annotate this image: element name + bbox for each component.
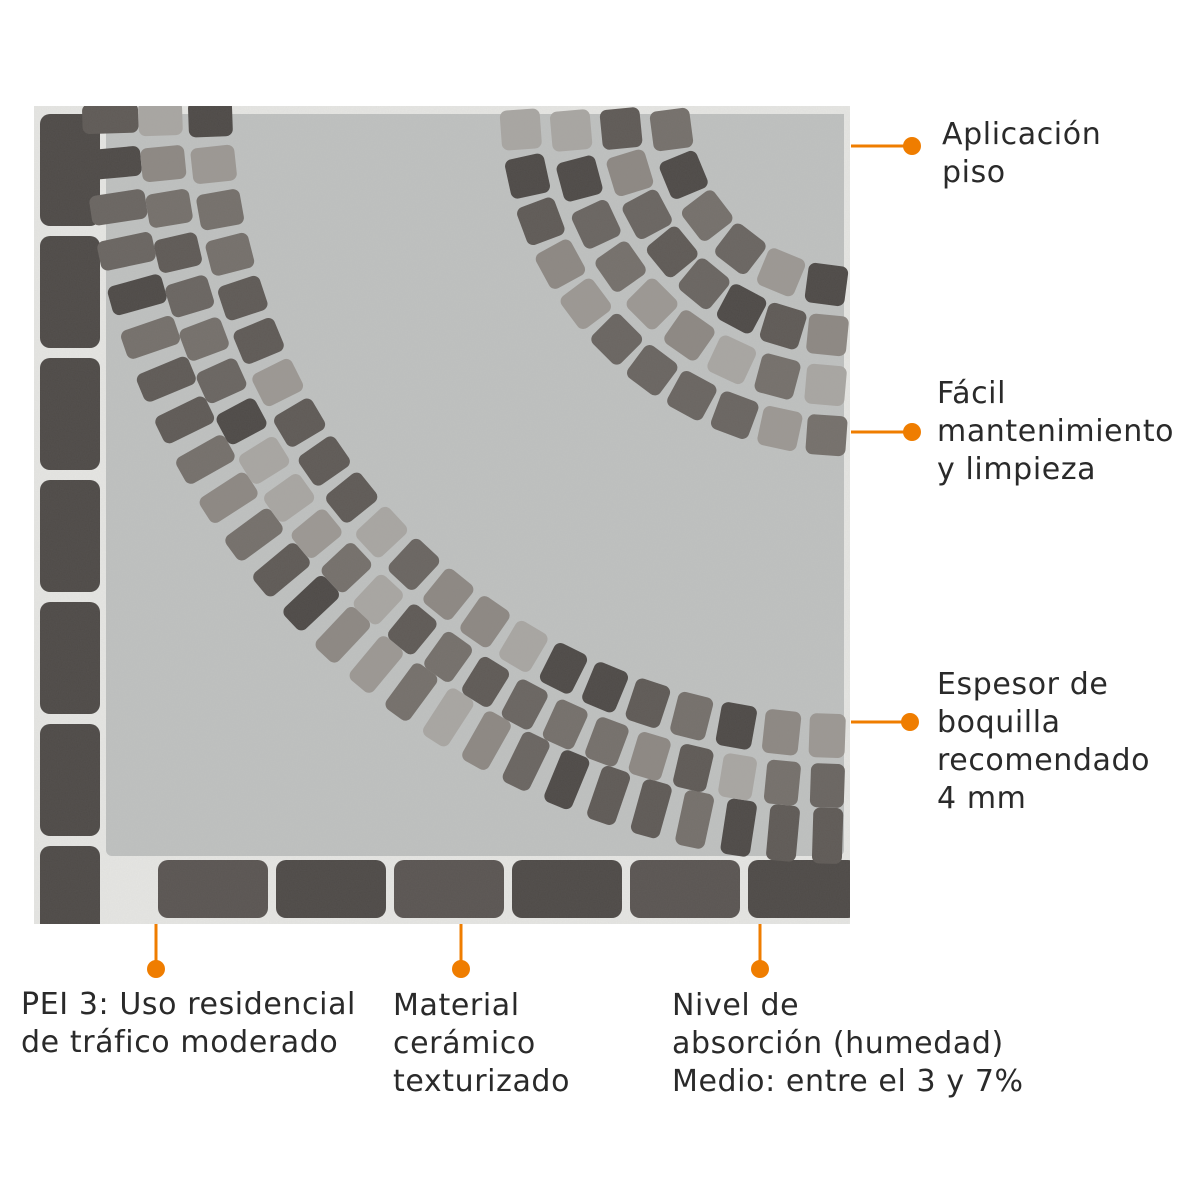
callout-application-text: Aplicación piso: [942, 117, 1102, 190]
dot-marker-icon: [903, 423, 921, 441]
callout-absorption-text: Nivel de absorción (humedad) Medio: entr…: [672, 988, 1024, 1099]
callout-material-text: Material cerámico texturizado: [393, 988, 571, 1099]
leader-pei: [147, 924, 165, 978]
dot-marker-icon: [903, 137, 921, 155]
callout-maintenance-text: Fácil mantenimiento y limpieza: [937, 376, 1175, 487]
leader-grout: [851, 713, 919, 731]
dot-marker-icon: [751, 960, 769, 978]
dot-marker-icon: [452, 960, 470, 978]
tile-texture-overlay: [34, 106, 850, 924]
leader-maintenance: [851, 423, 921, 441]
ceramic-tile-image: [34, 106, 850, 924]
callout-pei-text: PEI 3: Uso residencial de tráfico modera…: [21, 987, 356, 1060]
leader-absorption: [751, 924, 769, 978]
dot-marker-icon: [901, 713, 919, 731]
dot-marker-icon: [147, 960, 165, 978]
leader-material: [452, 924, 470, 978]
callout-grout-text: Espesor de boquilla recomendado 4 mm: [937, 667, 1151, 816]
leader-application: [851, 137, 921, 155]
